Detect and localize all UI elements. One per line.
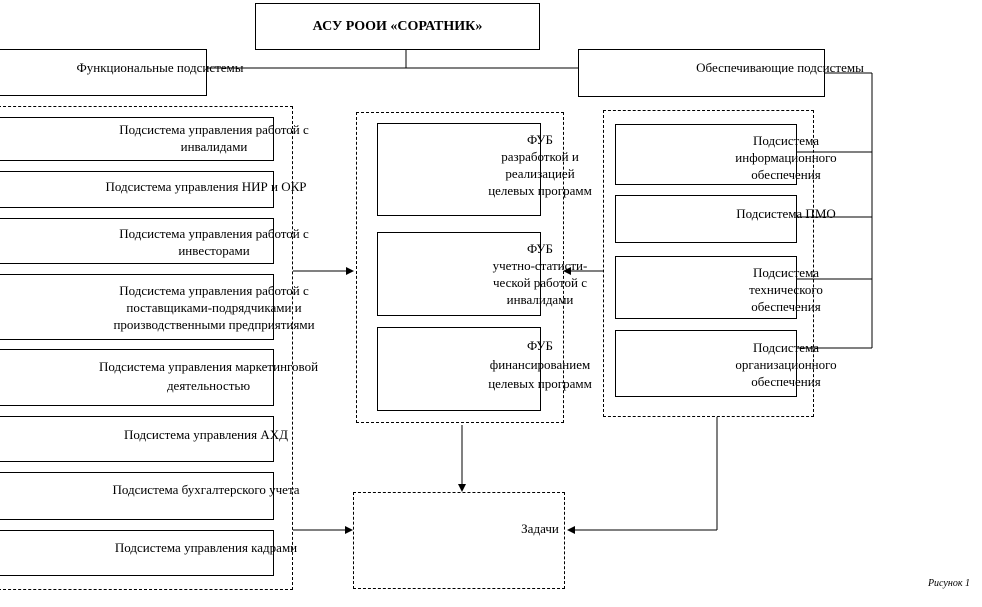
functional-item-6: Подсистема управления АХД xyxy=(124,427,288,442)
support-header-box xyxy=(578,49,825,97)
functional-item-5: Подсистема управления маркетинговой деят… xyxy=(98,359,319,393)
support-item-3: Подсистема технического обеспечения xyxy=(749,265,823,314)
functional-box-4 xyxy=(0,274,274,340)
support-header-label: Обеспечивающие подсистемы xyxy=(696,60,864,75)
fub-item-3: ФУБ финансированием целевых программ xyxy=(488,338,592,391)
functional-box-1 xyxy=(0,117,274,161)
fub-group xyxy=(356,112,564,423)
functional-box-8 xyxy=(0,530,274,576)
functional-item-3: Подсистема управления работой с инвестор… xyxy=(119,226,309,258)
functional-item-8: Подсистема управления кадрами xyxy=(114,540,298,555)
fub-box-1 xyxy=(377,123,541,216)
functional-header-box xyxy=(0,49,207,96)
functional-box-7 xyxy=(0,472,274,520)
fub-box-3 xyxy=(377,327,541,411)
support-group xyxy=(603,110,814,417)
tasks-label: Задачи xyxy=(521,521,559,536)
functional-box-6 xyxy=(0,416,274,462)
support-item-4: Подсистема организационного обеспечения xyxy=(735,340,837,389)
support-box-3 xyxy=(615,256,797,319)
support-box-1 xyxy=(615,124,797,185)
functional-group xyxy=(0,106,293,590)
support-box-4 xyxy=(615,330,797,397)
support-item-2: Подсистема ПМО xyxy=(736,206,836,221)
fub-item-1: ФУБ разработкой и реализацией целевых пр… xyxy=(488,132,592,198)
functional-item-2: Подсистема управления НИР и ОКР xyxy=(105,179,307,194)
functional-item-1: Подсистема управления работой с инвалида… xyxy=(119,122,309,154)
fub-item-2: ФУБ учетно-статисти- ческой работой с ин… xyxy=(492,241,588,307)
functional-box-3 xyxy=(0,218,274,264)
fub-box-2 xyxy=(377,232,541,316)
support-box-2 xyxy=(615,195,797,243)
functional-box-5 xyxy=(0,349,274,406)
functional-header-label: Функциональные подсистемы xyxy=(76,60,244,75)
functional-box-2 xyxy=(0,171,274,208)
title-box: АСУ РООИ «СОРАТНИК» xyxy=(255,3,540,50)
tasks-box xyxy=(353,492,565,589)
support-item-1: Подсистема информационного обеспечения xyxy=(735,133,837,182)
functional-item-7: Подсистема бухгалтерского учета xyxy=(112,482,300,497)
functional-item-4: Подсистема управления работой с поставщи… xyxy=(113,283,315,332)
diagram-title: АСУ РООИ «СОРАТНИК» xyxy=(312,18,483,34)
figure-caption: Рисунок 1 xyxy=(927,578,970,589)
